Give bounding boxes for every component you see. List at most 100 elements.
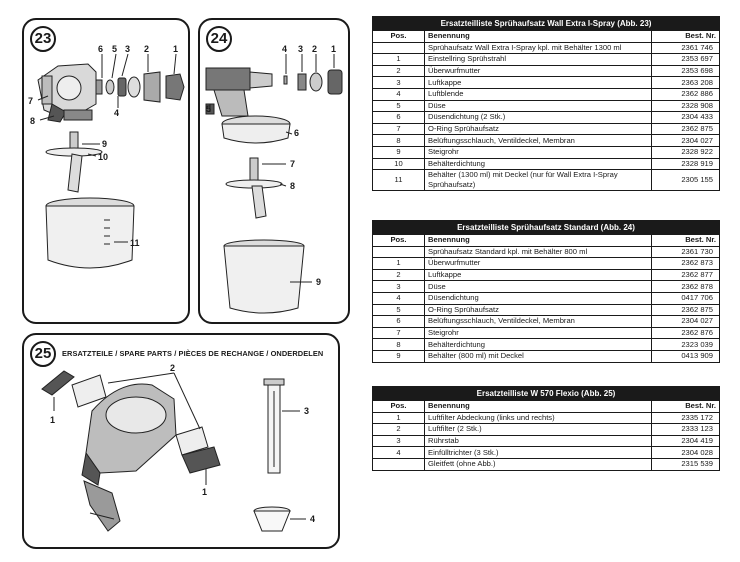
header-name: Benennung [424, 30, 652, 43]
cell-pos: 6 [372, 315, 425, 328]
cell-nr: 2333 123 [650, 423, 721, 436]
cell-pos: 1 [372, 53, 425, 66]
cell-nr: 2304 419 [650, 434, 721, 448]
cell-name: Belüftungsschlauch, Ventildeckel, Membra… [424, 134, 652, 147]
header-name: Benennung [424, 234, 652, 247]
cell-nr: 2363 208 [651, 76, 720, 89]
cell-name: Behälterdichtung [424, 157, 652, 171]
header-nr: Best. Nr. [651, 30, 720, 43]
spare-parts-title: ERSATZTEILE / SPARE PARTS / PIÈCES DE RE… [62, 349, 324, 358]
header-pos: Pos. [372, 30, 425, 43]
cell-name: Gleitfett (ohne Abb.) [424, 457, 652, 471]
callout-5: 5 [112, 44, 118, 54]
cell-pos: 10 [372, 157, 425, 171]
cell-nr: 2328 922 [651, 145, 720, 159]
callout-9: 9 [102, 139, 108, 149]
cell-nr: 2328 908 [651, 99, 720, 113]
cell-name: Überwurfmutter [424, 257, 652, 270]
cell-nr: 2335 172 [650, 411, 721, 425]
callout-7: 7 [28, 96, 34, 106]
cell-nr: 2353 698 [651, 64, 720, 78]
callout-11: 11 [130, 238, 140, 248]
cell-pos: 1 [372, 411, 425, 425]
cell-nr: 2362 876 [650, 326, 721, 340]
cell-nr: 0417 706 [650, 291, 721, 305]
cell-name: Düsendichtung (2 Stk.) [424, 111, 652, 124]
spray-attachment-standard-drawing [205, 54, 343, 314]
cell-nr: 2362 877 [650, 268, 721, 282]
figure-23-panel: 23 6 5 3 2 1 7 4 8 9 10 11 [22, 18, 190, 324]
cell-name: Luftfilter (2 Stk.) [424, 423, 652, 436]
cell-pos: 11 [372, 169, 425, 192]
header-pos: Pos. [372, 234, 425, 247]
cell-nr: 0413 909 [650, 349, 721, 363]
cell-pos: 2 [372, 423, 425, 436]
cell-name: Sprühaufsatz Standard kpl. mit Behälter … [424, 245, 652, 259]
callout-1: 1 [50, 415, 56, 425]
cell-pos: 2 [372, 268, 425, 282]
header-nr: Best. Nr. [650, 234, 721, 247]
cell-nr: 2353 697 [651, 53, 720, 66]
header-nr: Best. Nr. [650, 400, 721, 413]
figure-25-badge: 25 [30, 341, 56, 367]
cell-name: Einfülltrichter (3 Stk.) [424, 446, 652, 459]
callout-1: 1 [331, 44, 337, 54]
callout-3: 3 [125, 44, 131, 54]
callout-1: 1 [173, 44, 179, 54]
table-row: Sprühaufsatz Wall Extra I-Spray kpl. mit… [372, 41, 720, 55]
callout-5: 5 [206, 104, 212, 114]
parts-table-w570-flexio: Ersatzteilliste W 570 Flexio (Abb. 25) P… [372, 386, 721, 471]
cell-pos: 2 [372, 64, 425, 78]
cell-name: Luftkappe [424, 268, 652, 282]
cell-name: Überwurfmutter [424, 64, 652, 78]
figure-24-badge: 24 [206, 26, 232, 52]
table-title: Ersatzteilliste Sprühaufsatz Wall Extra … [372, 16, 720, 31]
cell-name: Luftkappe [424, 76, 652, 89]
callout-3: 3 [304, 406, 310, 416]
cell-nr: 2315 539 [650, 457, 721, 471]
callout-7: 7 [290, 159, 296, 169]
cell-pos: 5 [372, 99, 425, 113]
parts-table-standard: Ersatzteilliste Sprühaufsatz Standard (A… [372, 220, 721, 363]
cell-name: Behälter (1300 ml) mit Deckel (nur für W… [424, 169, 652, 192]
cell-pos: 4 [372, 291, 425, 305]
cell-pos: 3 [372, 280, 425, 293]
cell-name: O-Ring Sprühaufsatz [424, 303, 652, 317]
cell-name: Belüftungsschlauch, Ventildeckel, Membra… [424, 315, 652, 328]
cell-nr: 2362 875 [651, 122, 720, 136]
cell-pos: 4 [372, 87, 425, 101]
cell-pos [372, 245, 425, 259]
table-title: Ersatzteilliste Sprühaufsatz Standard (A… [372, 220, 720, 235]
callout-10: 10 [98, 152, 109, 162]
parts-table-wall-extra: Ersatzteilliste Sprühaufsatz Wall Extra … [372, 16, 720, 192]
table-title: Ersatzteilliste W 570 Flexio (Abb. 25) [372, 386, 720, 401]
cell-nr: 2304 433 [651, 111, 720, 124]
callout-1-right: 1 [202, 487, 208, 497]
cell-nr: 2362 878 [650, 280, 721, 293]
cell-pos: 8 [372, 134, 425, 147]
cell-name: Düse [424, 280, 652, 293]
cell-pos [372, 41, 425, 55]
w570-flexio-drawing [41, 370, 306, 532]
cell-nr: 2304 027 [650, 315, 721, 328]
cell-pos: 3 [372, 76, 425, 89]
cell-nr: 2362 873 [650, 257, 721, 270]
callout-8: 8 [30, 116, 36, 126]
figure-24-panel: 24 4 3 2 1 5 6 7 8 9 [198, 18, 350, 324]
spray-attachment-wall-extra-drawing [37, 53, 185, 269]
callout-2: 2 [144, 44, 150, 54]
